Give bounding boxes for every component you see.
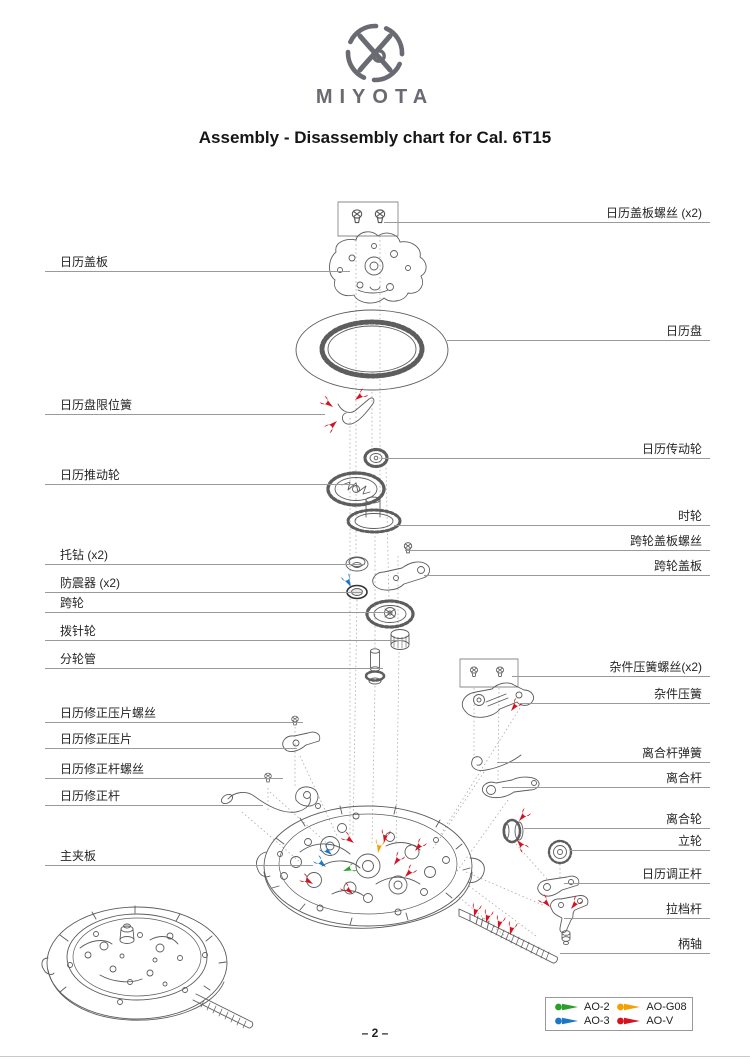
ao-g08-marker-icon [617,1003,641,1011]
yoke [481,776,540,799]
legend-item-ao-g08: AO-G08 [616,1001,688,1013]
label-date-transmission-wheel: 日历传动轮 [382,441,710,459]
label-minute-wheel-cover-screw: 跨轮盖板螺丝 [405,533,710,551]
miyota-logo-icon [345,23,405,83]
label-date-dial-jumper-spring: 日历盘限位簧 [45,397,325,415]
calendar-cover-plate [329,231,427,304]
setting-spring-screws [459,658,519,688]
label-setting-spring-screws: 杂件压簧螺丝(x2) [512,659,710,677]
assembled-movement [41,905,254,1029]
legend-label-ao-g08: AO-G08 [646,1001,687,1013]
minute-wheel-cover [372,561,430,591]
date-corrector-clamp [282,731,321,752]
page-title: Assembly - Disassembly chart for Cal. 6T… [198,128,552,147]
label-setting-wheel: 拨针轮 [45,623,403,641]
label-minute-wheel-cover: 跨轮盖板 [424,558,710,576]
calendar-cover-screws [337,201,399,237]
date-dial-ring [295,309,449,391]
label-shock-absorber: 防震器 (x2) [45,575,363,593]
label-cannon-pinion-tube: 分轮管 [45,651,383,669]
label-main-plate: 主夹板 [45,848,313,866]
label-castle-wheel: 立轮 [570,833,710,851]
legend-item-ao-v: AO-V [616,1015,688,1027]
setting-parts-spring [462,682,535,718]
clutch-wheel [502,807,531,854]
oil-legend: AO-2 AO-G08 AO-3 AO-V [545,997,693,1031]
setting-lever [537,894,589,946]
label-setting-lever: 拉档杆 [564,901,710,919]
date-corrector-setting-lever [537,875,580,897]
label-hour-wheel: 时轮 [394,508,710,526]
label-yoke-spring: 离合杆弹簧 [497,745,710,763]
label-date-corrector-setting-lever: 日历调正杆 [564,866,710,884]
label-clutch-wheel: 离合轮 [524,811,710,829]
cannon-pinion-tube [364,648,386,685]
ao-3-marker-icon [555,1017,578,1025]
date-driving-wheel [326,471,386,507]
label-minute-wheel: 跨轮 [45,595,388,613]
label-date-corrector-clamp: 日历修正压片 [45,731,297,749]
label-cap-jewel: 托钻 (x2) [45,547,365,565]
legend-label-ao-v: AO-V [646,1015,674,1027]
label-date-corrector-clamp-screw: 日历修正压片螺丝 [45,705,303,723]
label-yoke: 离合杆 [502,770,710,788]
legend-label-ao-2: AO-2 [584,1001,610,1013]
construction-lines [241,236,561,943]
page-edge-divider [0,1056,750,1057]
winding-stem [458,902,558,964]
main-plate [255,805,485,929]
yoke-spring [471,754,522,771]
page-number: – 2 – [361,1026,389,1040]
label-date-corrector-lever: 日历修正杆 [45,788,263,806]
label-date-driving-wheel: 日历推动轮 [45,467,355,485]
label-setting-parts-spring: 杂件压簧 [520,686,710,704]
ao-v-marker-icon [617,1017,641,1025]
minute-wheel [365,599,415,629]
label-winding-stem: 柄轴 [560,936,710,954]
legend-item-ao-2: AO-2 [554,1001,616,1013]
setting-wheel [390,629,410,650]
date-corrector-lever [220,786,321,813]
date-jumper-spring [319,388,375,434]
label-calendar-cover-plate: 日历盖板 [45,254,350,272]
legend-label-ao-3: AO-3 [584,1015,610,1027]
legend-item-ao-3: AO-3 [554,1015,616,1027]
label-calendar-cover-screws: 日历盖板螺丝 (x2) [384,205,710,223]
castle-wheel [547,839,573,865]
ao-2-marker-icon [555,1003,578,1011]
label-date-dial: 日历盘 [447,323,710,341]
hour-wheel [346,496,402,534]
label-date-corrector-lever-screw: 日历修正杆螺丝 [45,761,283,779]
brand-name: MIYOTA [315,86,435,108]
